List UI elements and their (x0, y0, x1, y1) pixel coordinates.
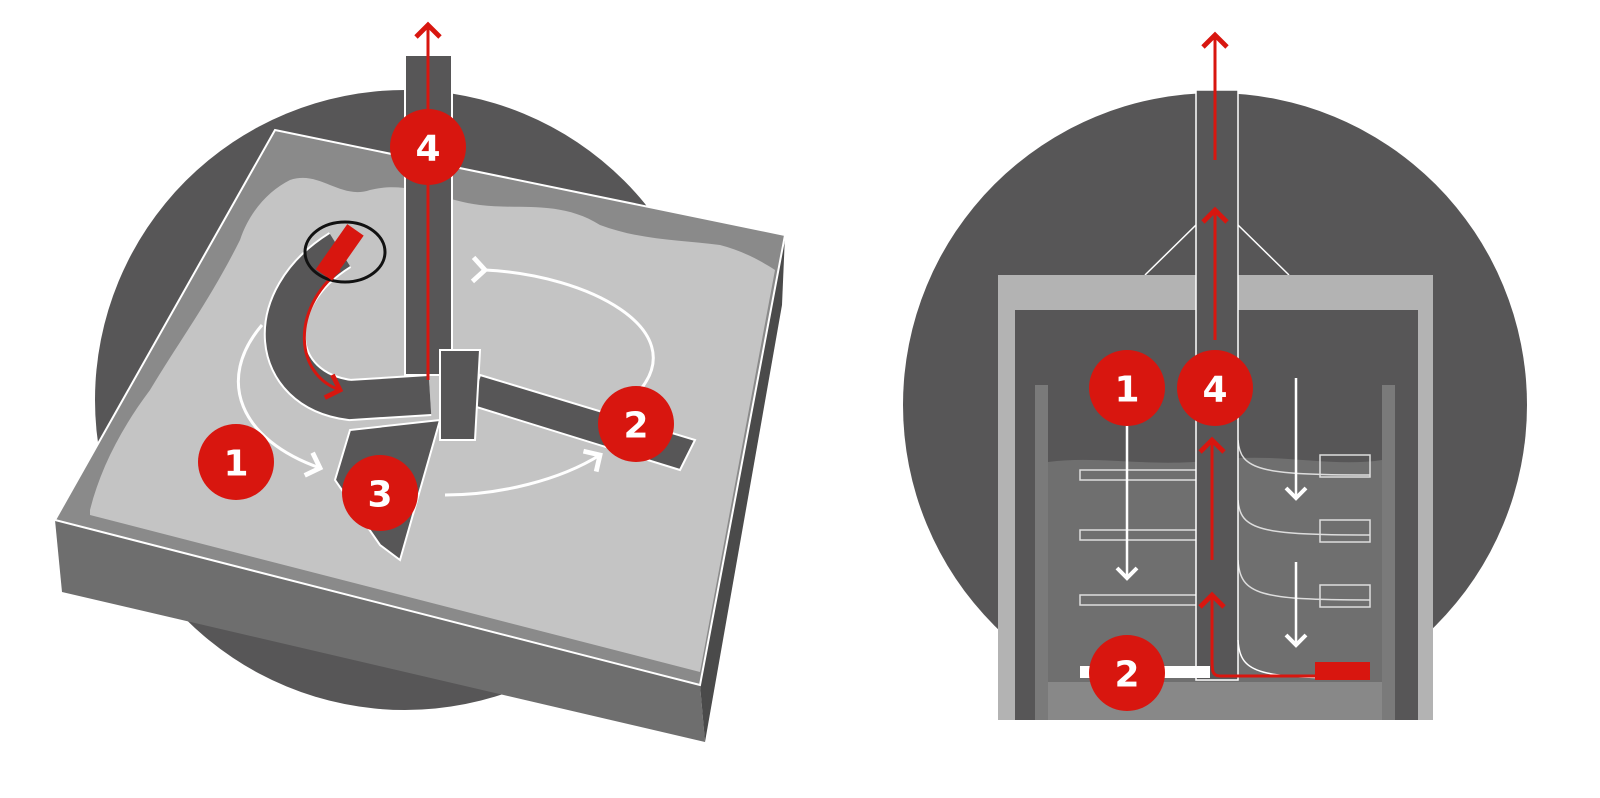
scraper-levels (1079, 439, 1371, 608)
badge-label: 2 (623, 406, 648, 447)
badge-label: 2 (1114, 655, 1139, 696)
badge-label: 4 (415, 129, 440, 170)
center-column (439, 349, 482, 441)
flow-arrow-bottom (444, 448, 603, 497)
badge-label: 1 (1114, 370, 1139, 411)
intake-opening-red (315, 224, 364, 281)
tank-right-wall (700, 235, 785, 742)
intake-opening-circle (303, 220, 387, 284)
suction-head (1315, 662, 1370, 680)
tank-front-wall (55, 520, 705, 742)
red-flow-intake (302, 268, 344, 400)
badge-label: 1 (223, 444, 248, 485)
badge-4: 4 (390, 109, 466, 185)
badge-4: 4 (1177, 350, 1253, 426)
badge-1: 1 (198, 424, 274, 500)
badge-label: 3 (367, 475, 392, 516)
badge-1: 1 (1089, 350, 1165, 426)
red-flow-bottom (1198, 591, 1320, 678)
left-isometric-tank-diagram: 1 4 3 2 (53, 21, 787, 742)
badge-2: 2 (1089, 635, 1165, 711)
flow-arrow-left (236, 324, 324, 478)
flow-arrow-top (470, 255, 655, 391)
badge-3: 3 (342, 455, 418, 531)
badge-2: 2 (598, 386, 674, 462)
badge-label: 4 (1202, 370, 1227, 411)
right-cross-section-diagram: 1 4 2 (903, 31, 1527, 720)
